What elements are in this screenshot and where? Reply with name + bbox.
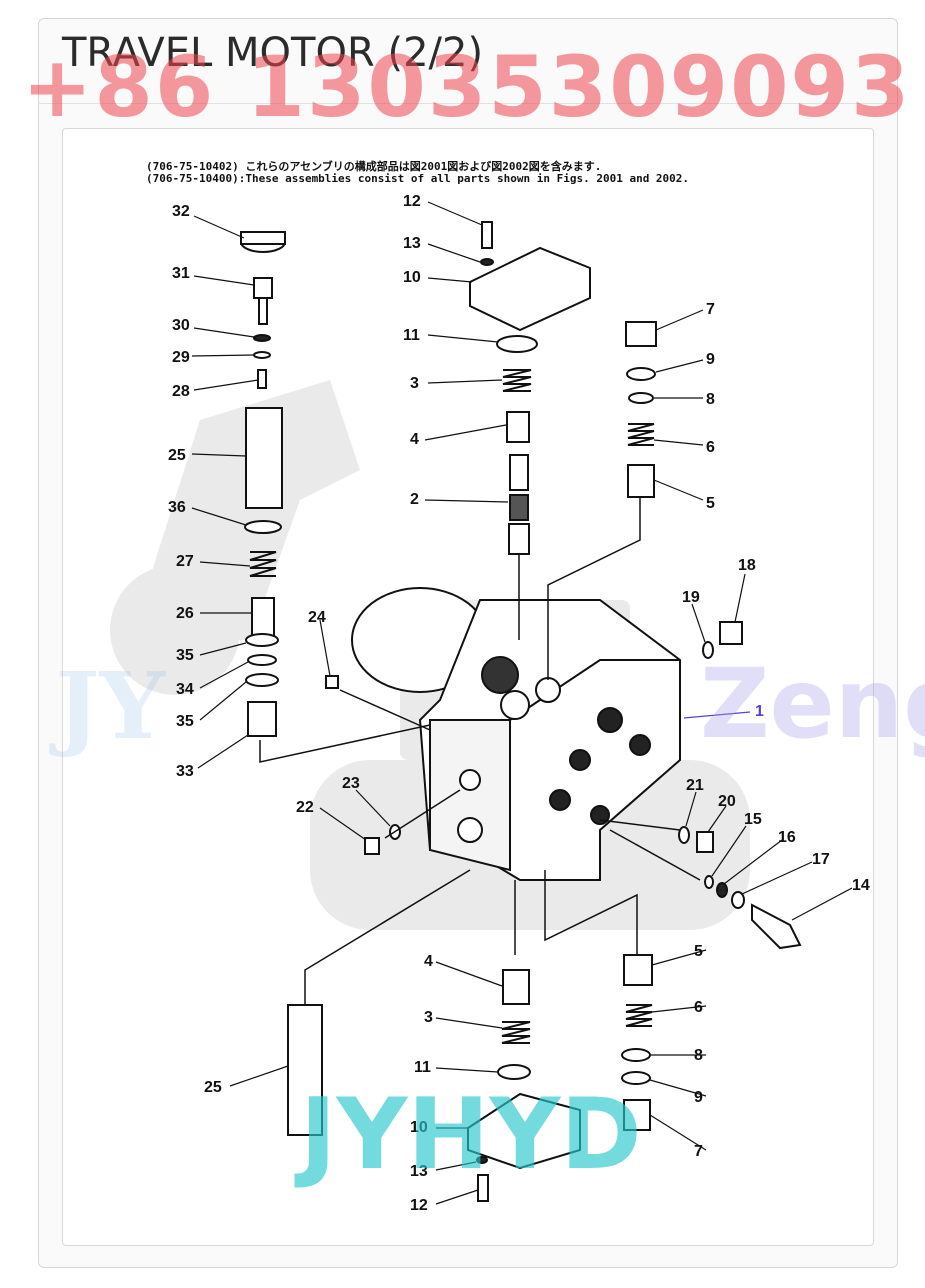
left-valve-stack xyxy=(240,231,286,737)
part-number-labels: 32 31 30 29 28 25 36 27 26 35 34 35 33 2… xyxy=(168,193,870,1214)
part-label: 6 xyxy=(694,999,703,1016)
brand-watermark-right: Zeng xyxy=(700,648,925,760)
part-label: 13 xyxy=(410,1163,428,1180)
part-label: 25 xyxy=(168,447,186,464)
part-label: 32 xyxy=(172,203,190,220)
part-label: 19 xyxy=(682,589,700,606)
part-label: 8 xyxy=(706,391,715,408)
part-label: 8 xyxy=(694,1047,703,1064)
part-label: 34 xyxy=(176,681,194,698)
part-label: 27 xyxy=(176,553,194,570)
brand-watermark-bottom: JYHYD xyxy=(300,1078,642,1192)
part-label: 3 xyxy=(424,1009,433,1026)
part-label: 35 xyxy=(176,647,194,664)
top-center-stack xyxy=(469,221,591,555)
right-top-stack xyxy=(625,321,743,659)
part-label: 7 xyxy=(706,301,715,318)
bottom-stacks xyxy=(287,954,653,1202)
part-label: 10 xyxy=(403,269,421,286)
part-label: 4 xyxy=(424,953,433,970)
part-label: 5 xyxy=(706,495,715,512)
title-divider xyxy=(38,103,898,104)
part-label: 29 xyxy=(172,349,190,366)
part-label: 15 xyxy=(744,811,762,828)
assembly-connector-lines xyxy=(259,497,701,1005)
part-label: 16 xyxy=(778,829,796,846)
part-label: 31 xyxy=(172,265,190,282)
page-title: TRAVEL MOTOR (2/2) xyxy=(62,30,484,76)
part-label: 22 xyxy=(296,799,314,816)
part-label: 17 xyxy=(812,851,830,868)
part-label: 30 xyxy=(172,317,190,334)
part-label: 6 xyxy=(706,439,715,456)
motor-body xyxy=(351,587,681,881)
part-label: 18 xyxy=(738,557,756,574)
part-label: 10 xyxy=(410,1119,428,1136)
part-label: 12 xyxy=(410,1197,428,1214)
part-label: 4 xyxy=(410,431,419,448)
right-fittings xyxy=(325,675,802,950)
part-label: 36 xyxy=(168,499,186,516)
part-label: 11 xyxy=(414,1059,431,1076)
part-label: 25 xyxy=(204,1079,222,1096)
part-label: 9 xyxy=(706,351,715,368)
part-label: 35 xyxy=(176,713,194,730)
brand-watermark-left: JY xyxy=(56,652,166,760)
part-label: 3 xyxy=(410,375,419,392)
part-label: 7 xyxy=(694,1143,703,1160)
part-label: 33 xyxy=(176,763,194,780)
part-label: 14 xyxy=(852,877,870,894)
part-label: 11 xyxy=(403,327,420,344)
label-leader-lines xyxy=(191,201,853,1205)
part-label: 2 xyxy=(410,491,419,508)
part-label: 21 xyxy=(686,777,704,794)
part-label: 9 xyxy=(694,1089,703,1106)
part-label: 1 xyxy=(755,703,764,720)
part-label: 23 xyxy=(342,775,360,792)
part-label: 24 xyxy=(308,609,326,626)
part-label: 5 xyxy=(694,943,703,960)
diagram-note-japanese: (706-75-10402) これらのアセンブリの構成部品は図2001図および図… xyxy=(146,160,602,173)
part-label: 13 xyxy=(403,235,421,252)
part-label: 28 xyxy=(172,383,190,400)
diagram-note-english: (706-75-10400):These assemblies consist … xyxy=(146,172,690,185)
part-label: 12 xyxy=(403,193,421,210)
part-label: 26 xyxy=(176,605,194,622)
phone-watermark: +86 13035309093 xyxy=(22,38,912,136)
part-label: 20 xyxy=(718,793,736,810)
